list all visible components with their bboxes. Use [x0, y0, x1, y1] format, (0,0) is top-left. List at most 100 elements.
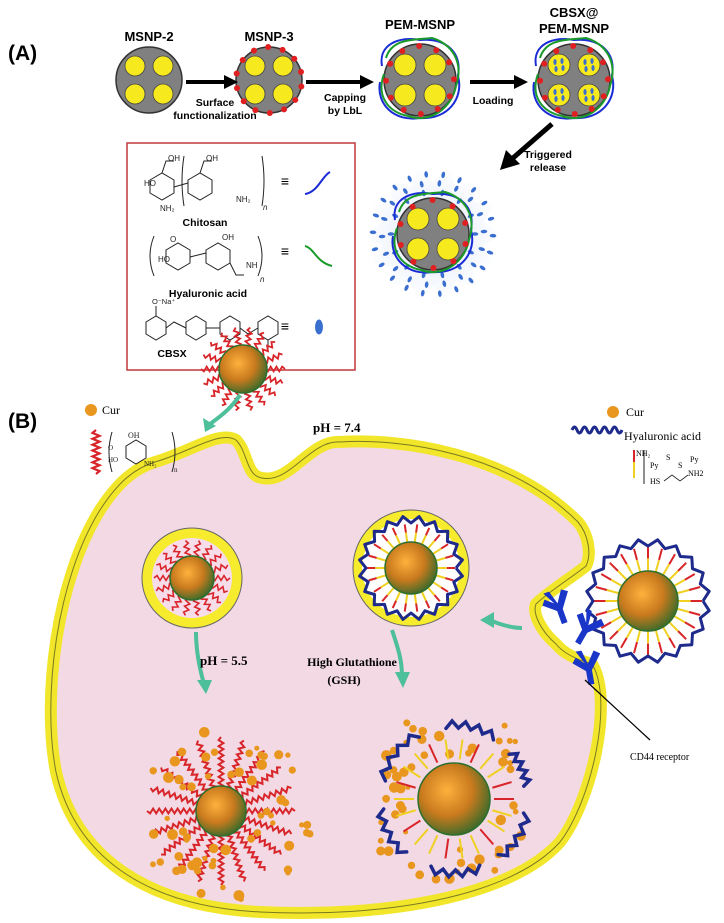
chitosan-spike [161, 822, 204, 856]
label-gsh-1: High Glutathione [307, 655, 397, 669]
cur-drop [253, 829, 262, 837]
chitosan-spike [243, 326, 254, 349]
chitosan-spike [202, 352, 224, 364]
chitosan-spike [162, 590, 177, 603]
cbsx-drop [560, 58, 564, 64]
amine-dot [397, 241, 404, 248]
cleaved-linker [469, 744, 480, 764]
amine-dot [462, 241, 469, 248]
np-chitosan-released [146, 727, 314, 902]
cur-drop [274, 750, 284, 760]
cd44-receptors [542, 589, 605, 685]
cur-drop [377, 837, 384, 844]
chitosan-spike [241, 815, 293, 837]
panel-b-label: (B) [8, 410, 37, 433]
svg-text:NH₂: NH₂ [236, 195, 251, 204]
hyaluronic-shell [585, 538, 711, 664]
cbsx-drop [420, 289, 425, 297]
cur-drop [247, 834, 256, 843]
svg-text:O⁻Na⁺: O⁻Na⁺ [152, 297, 175, 306]
linker-red [688, 586, 701, 591]
linker-red [391, 527, 397, 536]
cur-drop [149, 829, 159, 839]
cbsx-drop-icon [315, 319, 323, 335]
linker-red [620, 637, 628, 649]
cbsx-drop [389, 275, 396, 281]
cbsx-drop [554, 66, 558, 72]
linker-yellow [380, 581, 390, 589]
amine-dot [400, 106, 407, 113]
endosome-chitosan [141, 527, 243, 629]
cbsx-drop [424, 171, 429, 178]
chitosan-spike [176, 751, 210, 794]
cleaved-linker [428, 834, 439, 854]
cd44-pointer [584, 679, 651, 741]
cur-drop [407, 861, 416, 870]
hyaluronic-shell [358, 515, 464, 621]
arrow-label-triggered-1: Triggered [524, 149, 572, 161]
linker-red [368, 577, 377, 582]
linker-yellow [606, 589, 620, 595]
cbsx-drop [389, 200, 396, 206]
linker-py1: Py [650, 461, 658, 470]
cur-drop [467, 743, 478, 754]
linker-yellow [676, 589, 690, 595]
amine-dot [450, 76, 457, 83]
cur-drop [284, 840, 295, 851]
cbsx-drop [458, 273, 463, 280]
amine-dot [541, 60, 548, 67]
amine-dot [588, 106, 595, 113]
np-hyaluronic-outside [585, 538, 711, 664]
cur-drop [420, 751, 429, 759]
chitosan-spike [259, 341, 276, 356]
amine-dot [279, 46, 286, 53]
amine-dot [265, 44, 272, 51]
cur-drop [156, 858, 164, 866]
linker-yellow [404, 532, 409, 543]
linker-red [368, 554, 377, 559]
chitosan-spike [243, 390, 254, 411]
cur-drop [150, 861, 156, 868]
linker-red [633, 548, 638, 561]
arrow-label-surface-2: functionalization [173, 110, 256, 122]
cur-drop [202, 855, 208, 862]
linker-red [415, 603, 419, 612]
chitosan-spike [252, 387, 266, 406]
legend-hyaluronic-acid: Hyaluronic acid [624, 429, 701, 443]
amine-dot [297, 68, 304, 75]
cleaved-linker [458, 739, 464, 760]
cur-drop [495, 814, 506, 826]
cur-dot-icon-right [607, 406, 619, 418]
chitosan-spike [232, 828, 266, 871]
pore [577, 83, 601, 107]
hyaluronic-wave-icon [570, 425, 624, 435]
cleaved-linker [492, 809, 512, 817]
cur-drop [245, 749, 253, 758]
cur-drop [299, 822, 305, 828]
cur-drop [174, 852, 184, 861]
cbsx-drop [454, 185, 459, 192]
chitosan-spike [216, 736, 226, 790]
linker-red [381, 534, 389, 542]
arrow-triggered-release [500, 122, 554, 170]
cur-drop [303, 820, 312, 829]
chitosan-spike [210, 583, 228, 594]
cbsx-drop [583, 59, 587, 65]
amine-dot [233, 70, 240, 77]
cbsx-drop [583, 89, 587, 95]
cur-drop [389, 746, 398, 755]
cur-drop [177, 747, 187, 757]
chitosan-spike [209, 341, 228, 356]
amine-dot [430, 264, 437, 271]
linker-yellow [636, 629, 642, 643]
cur-drop [163, 772, 174, 783]
cbsx-drop [442, 280, 447, 287]
linker-red [373, 586, 382, 593]
linker-yellow [625, 626, 634, 639]
amine-dot [417, 110, 424, 117]
linker-red [415, 524, 419, 533]
cbsx-drop [560, 88, 564, 94]
cbsx-drop [440, 271, 445, 279]
structure-legend-box: HO NH₂ NH₂ OH OH n ≡ Chitosan O HO OH [126, 142, 356, 371]
np-hyaluronic-released [375, 718, 533, 884]
